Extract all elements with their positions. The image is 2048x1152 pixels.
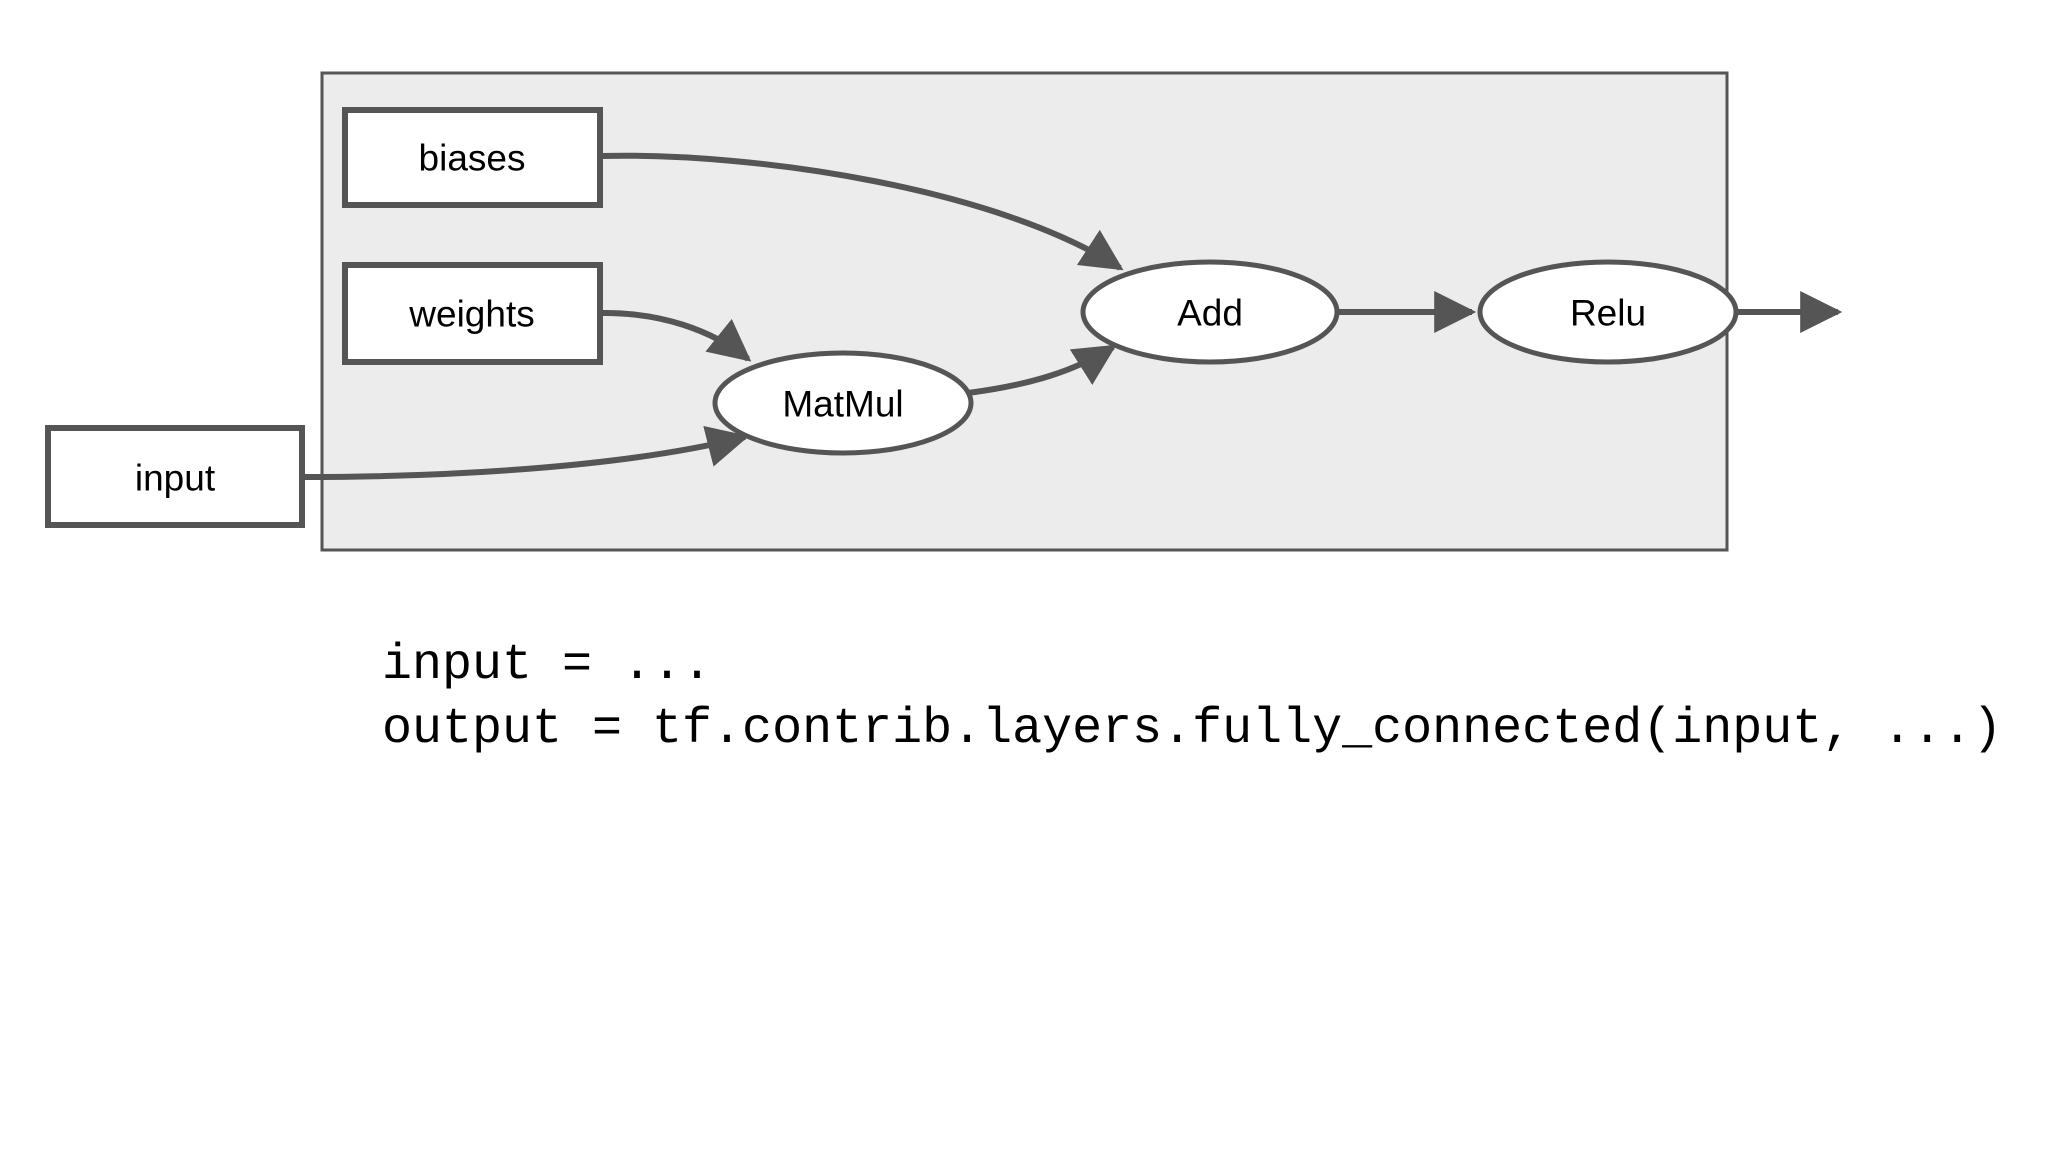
node-matmul-label: MatMul — [782, 384, 903, 425]
edge-biases-to-add — [599, 152, 1124, 271]
node-add[interactable]: Add — [1080, 259, 1340, 365]
code-line-1: input = ... — [382, 637, 712, 694]
node-matmul-shape — [712, 350, 974, 456]
node-biases-label: biases — [419, 138, 526, 179]
node-relu-shape — [1477, 259, 1739, 365]
edge-input-to-matmul — [301, 425, 750, 480]
node-input-shape — [45, 425, 305, 528]
node-weights-label: weights — [408, 294, 534, 335]
node-add-label: Add — [1177, 293, 1243, 334]
node-input[interactable]: input — [45, 425, 305, 528]
node-input-label: input — [135, 458, 216, 499]
node-biases-shape — [342, 107, 603, 208]
node-relu[interactable]: Relu — [1477, 259, 1739, 365]
node-matmul[interactable]: MatMul — [712, 350, 974, 456]
node-add-shape — [1080, 259, 1340, 365]
node-weights[interactable]: weights — [342, 262, 603, 365]
code-line-2: output = tf.contrib.layers.fully_connect… — [382, 701, 2002, 758]
edge-weights-to-matmul — [599, 309, 752, 362]
node-weights-shape — [342, 262, 603, 365]
node-relu-label: Relu — [1570, 293, 1646, 334]
edge-matmul-to-add — [967, 344, 1117, 396]
node-biases[interactable]: biases — [342, 107, 603, 208]
